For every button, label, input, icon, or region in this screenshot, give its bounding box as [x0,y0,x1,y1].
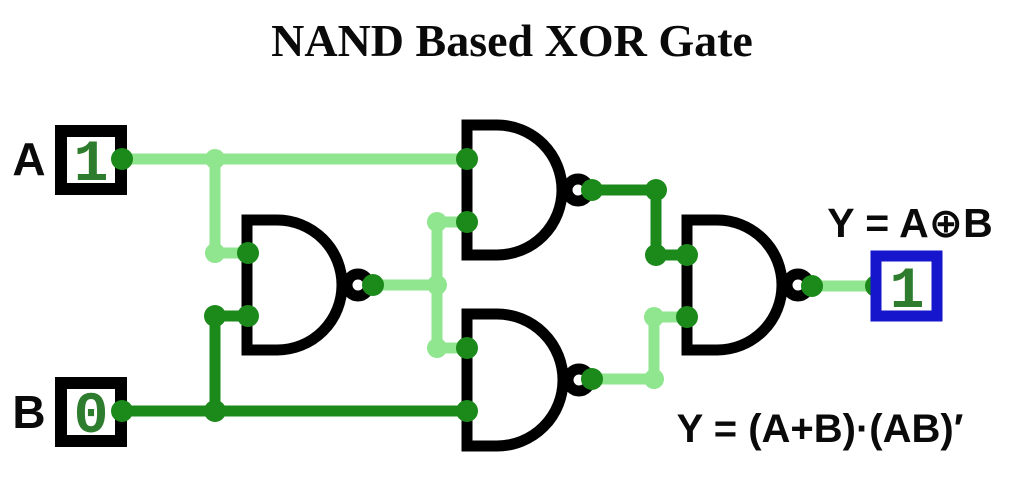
boolean-formula: Y = (A+B)·(AB)′ [677,407,964,451]
nand2-gate [461,119,595,261]
nand1-gate [241,214,375,356]
fanout-top-corner-dot [427,212,447,232]
nand3-in-bottom-dot [456,400,478,422]
wire-nand3-out [586,311,687,385]
b-junction-dot [204,400,226,422]
input-a-box [55,125,127,195]
nand4-body [681,214,788,356]
diagram-title: NAND Based XOR Gate [271,15,753,66]
nand4-in-top-dot [676,244,698,266]
nand4-gate [681,214,815,356]
nand1-in-top-dot [237,242,259,264]
nand3-gate [461,308,596,452]
a-branch-corner-dot [205,243,225,263]
nand2-out-corner1-dot [645,179,667,201]
nand1-in-bottom-dot [237,305,259,327]
nand3-out-dot [581,368,603,390]
output-value: 1 [890,260,925,325]
input-b-label: B [12,386,45,438]
b-source-dot [111,400,133,422]
nand3-body [461,308,569,452]
input-b-value: 0 [74,385,109,450]
a-source-dot [111,148,133,170]
nand3-in-top-dot [456,337,478,359]
input-a: A 1 [12,125,127,198]
a-junction-dot [205,149,225,169]
nand3-out-corner2-dot [644,307,664,327]
nand2-out-dot [581,179,603,201]
wire-nand2-out [586,184,687,261]
nand1-out-dot [362,274,384,296]
nand2-in-top-dot [456,148,478,170]
fanout-bottom-corner-dot [427,338,447,358]
b-branch-corner-dot [204,305,226,327]
input-a-label: A [12,133,45,185]
nand2-in-bottom-dot [456,211,478,233]
nand2-body [461,119,568,261]
nand2-out-corner2-dot [645,244,667,266]
output-y: Y = A⊕B 1 [827,200,992,325]
output-equation-label: Y = A⊕B [827,200,992,246]
input-b: B 0 [12,377,127,450]
fanout-tee-dot [427,275,447,295]
output-box [870,250,943,322]
gates [241,119,815,452]
input-a-value: 1 [74,133,109,198]
nand3-out-corner1-dot [644,369,664,389]
nand4-out-dot [801,275,823,297]
wire-corner-dots [205,149,664,389]
nand1-body [241,214,348,356]
nand4-in-bottom-dot [676,306,698,328]
